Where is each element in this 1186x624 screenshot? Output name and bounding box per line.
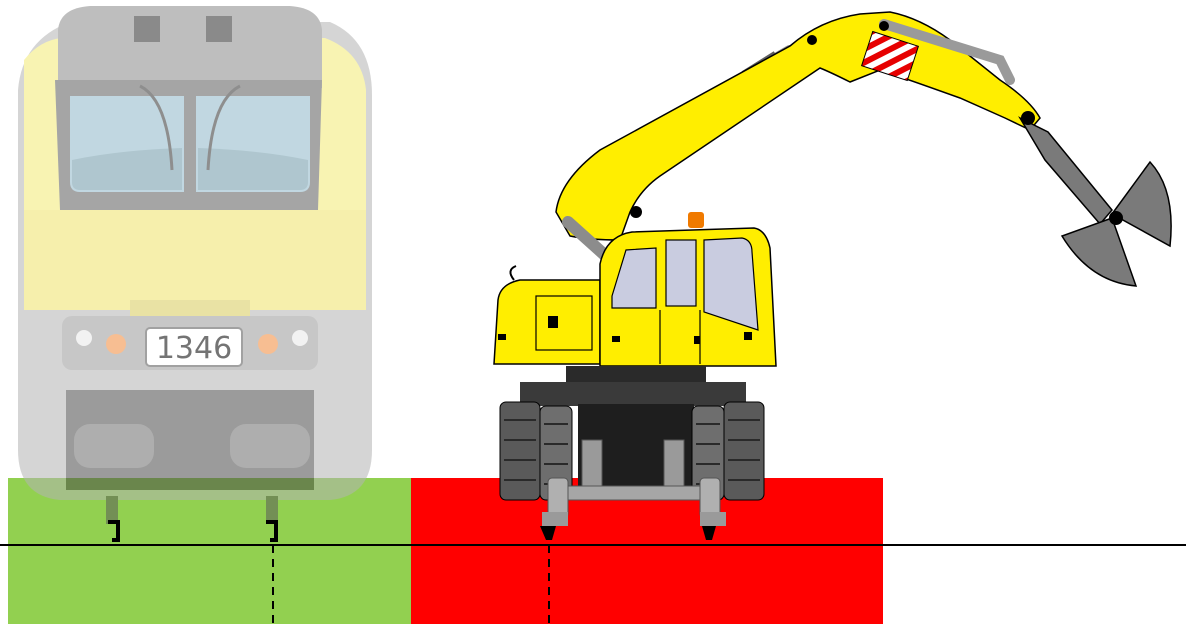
train-icon (18, 6, 372, 524)
train-number: 1346 (156, 331, 232, 366)
rail-excavator-icon (494, 12, 1171, 526)
beacon-light-icon (688, 212, 704, 228)
